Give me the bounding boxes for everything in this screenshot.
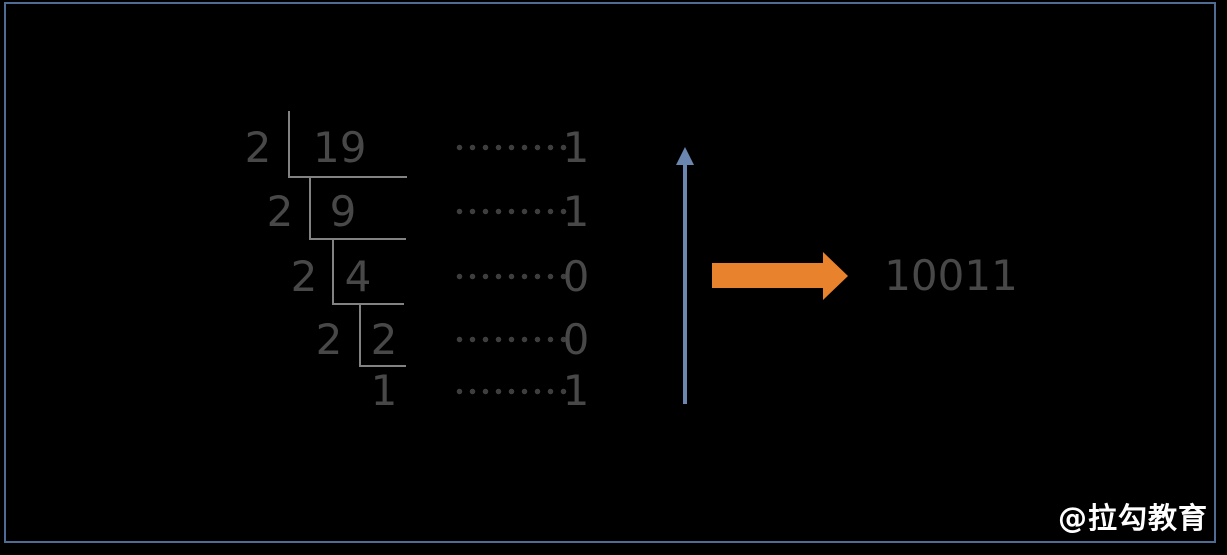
dotted-leader: [453, 208, 567, 215]
watermark: @拉勾教育: [1058, 501, 1209, 535]
dividend: 19: [313, 123, 367, 172]
division-vline: [288, 111, 290, 177]
division-hline: [309, 238, 406, 240]
divisor: 2: [266, 187, 294, 236]
divisor: 2: [244, 123, 272, 172]
dividend: 4: [344, 252, 372, 301]
dotted-leader: [453, 273, 567, 280]
division-hline: [359, 365, 406, 367]
remainder: 1: [562, 187, 590, 236]
dividend: 2: [370, 315, 398, 364]
dividend: 9: [329, 187, 357, 236]
right-arrow-body: [712, 263, 823, 288]
dotted-leader: [453, 388, 567, 395]
division-vline: [359, 304, 361, 366]
up-arrow-shaft: [683, 163, 687, 404]
division-vline: [309, 177, 311, 239]
remainder: 0: [562, 252, 590, 301]
divisor: 2: [315, 315, 343, 364]
final-quotient: 1: [370, 366, 398, 415]
remainder: 1: [562, 123, 590, 172]
divisor: 2: [290, 252, 318, 301]
division-vline: [332, 239, 334, 304]
division-hline: [332, 303, 404, 305]
dotted-leader: [453, 144, 567, 151]
binary-result: 10011: [884, 251, 1018, 300]
right-arrow-icon: [823, 252, 848, 300]
up-arrow-icon: [676, 147, 694, 165]
remainder: 0: [562, 315, 590, 364]
dotted-leader: [453, 336, 567, 343]
remainder: 1: [562, 366, 590, 415]
division-hline: [288, 176, 407, 178]
slide-border: [4, 2, 1216, 543]
